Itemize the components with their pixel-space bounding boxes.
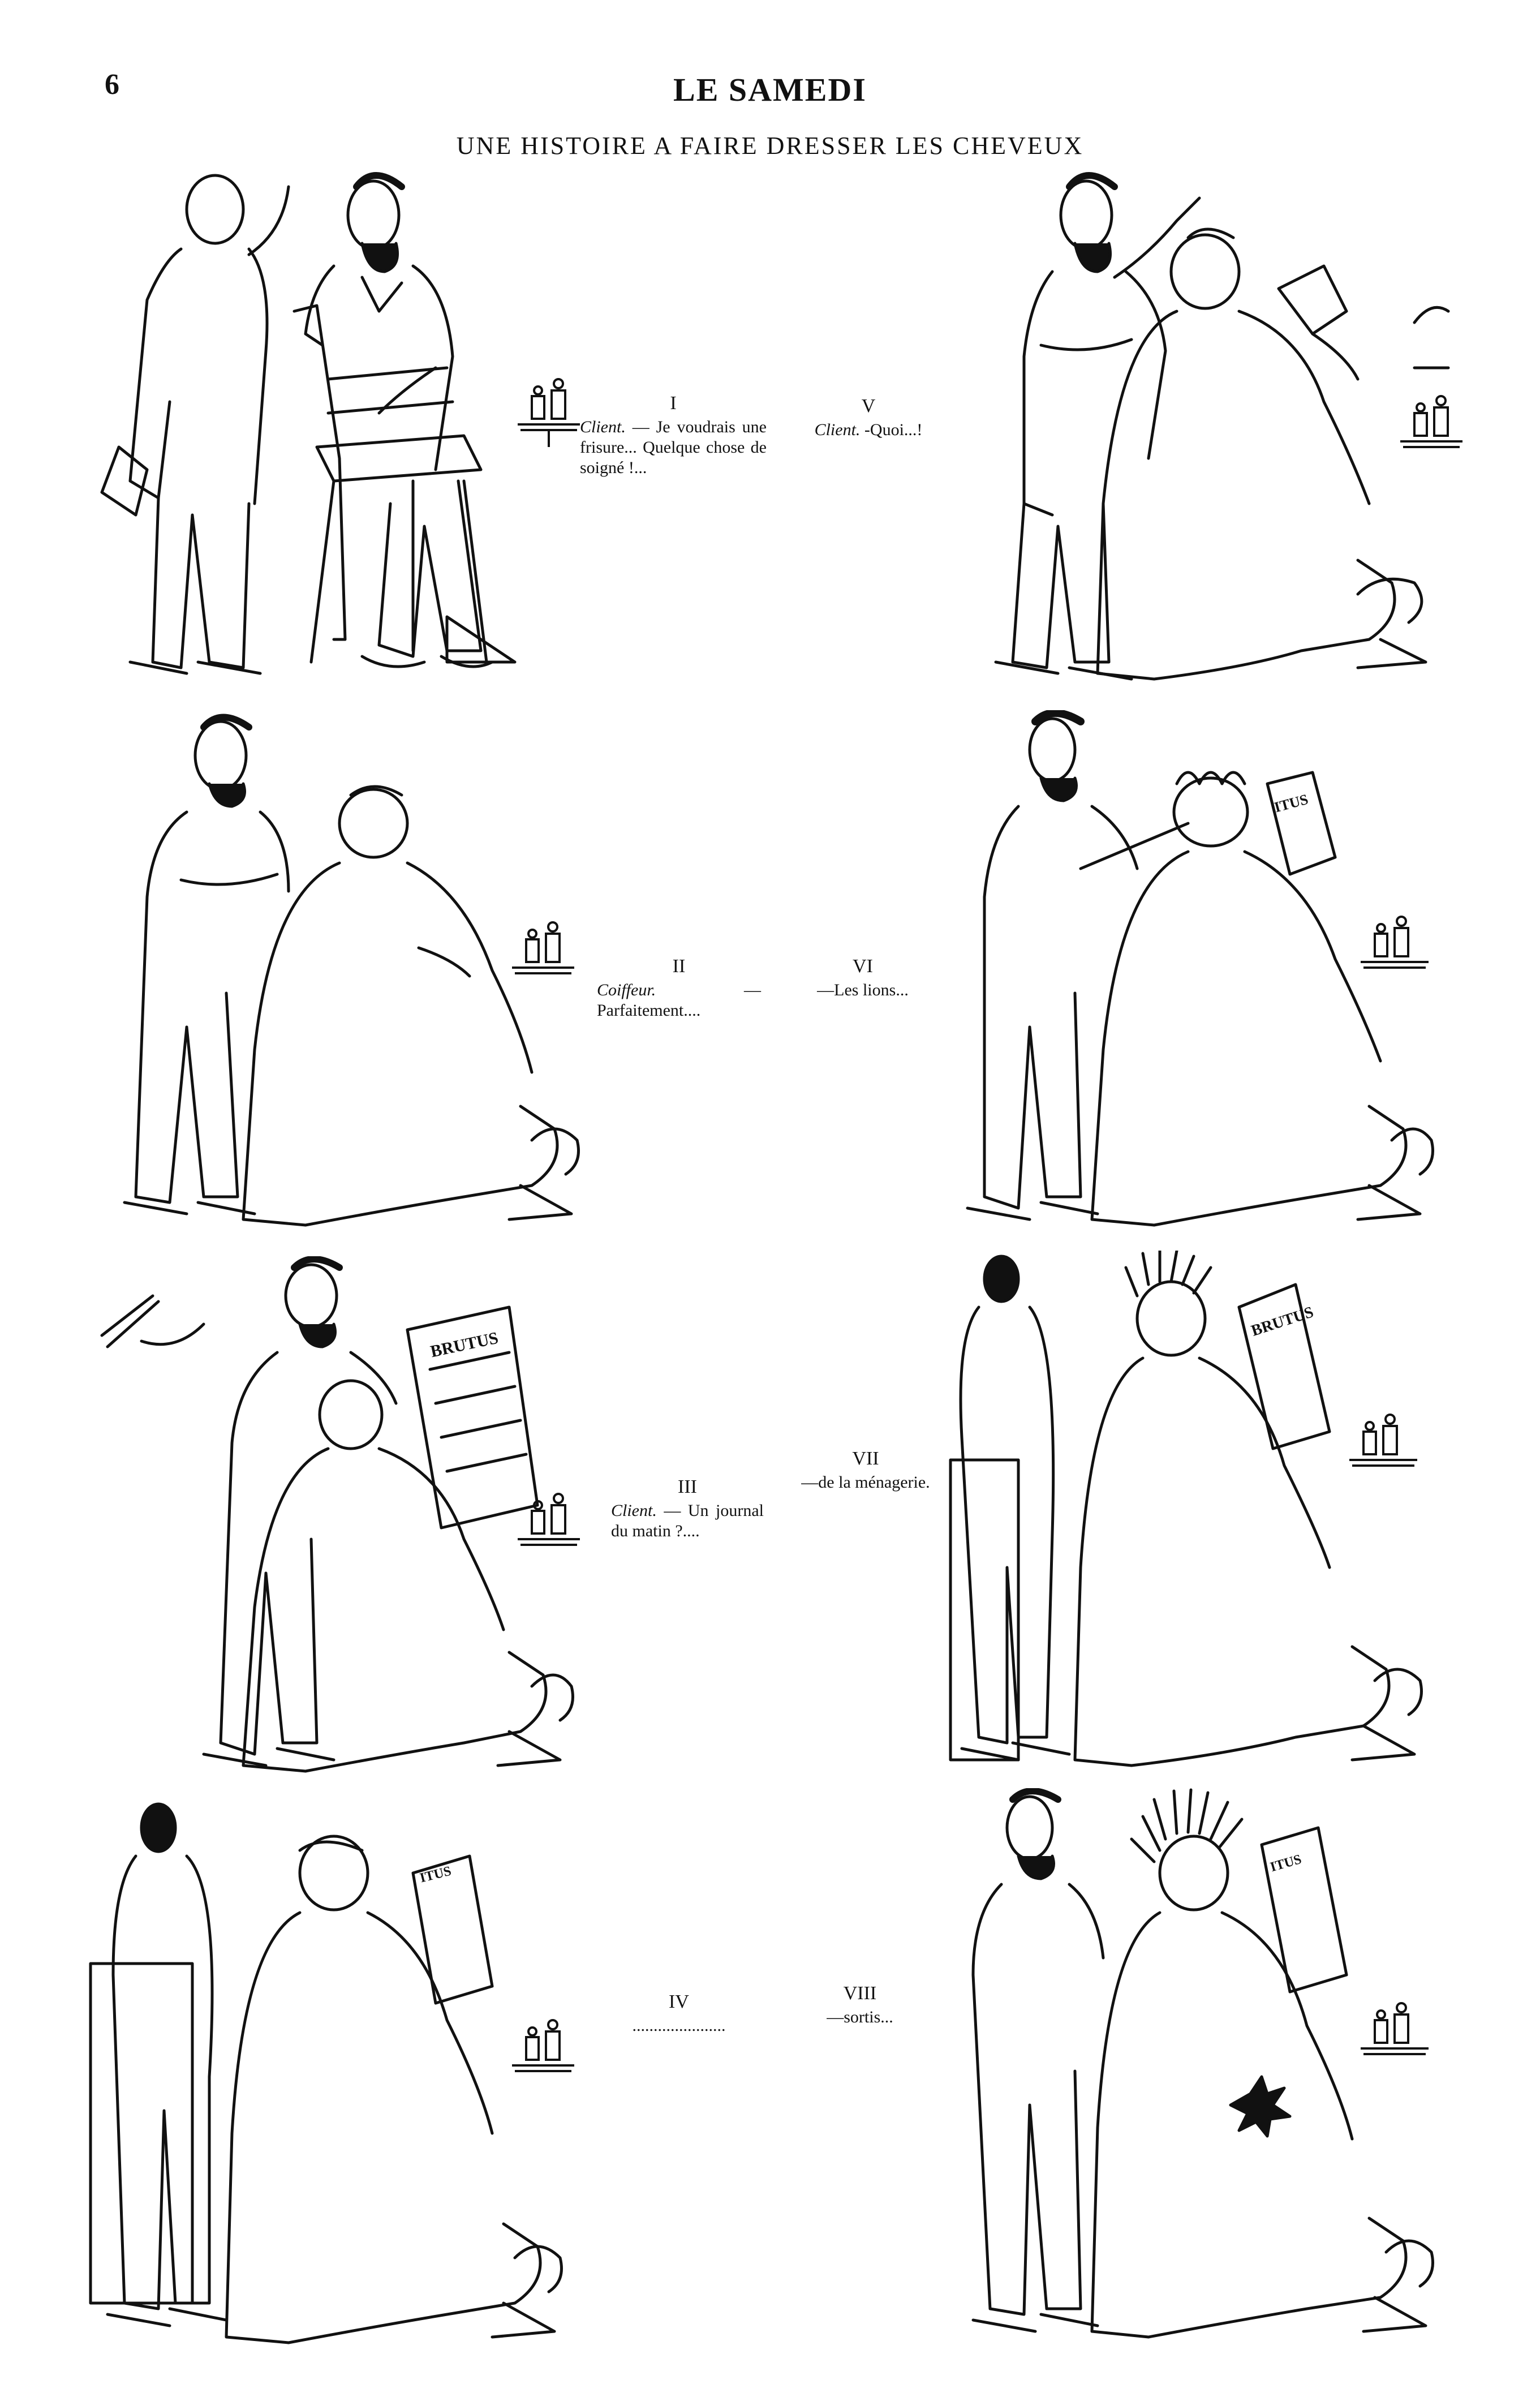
panel-4-illustration: ITUS xyxy=(74,1794,583,2354)
bottle-shelf-icon xyxy=(1358,1998,1431,2071)
bottle-shelf-icon xyxy=(1358,911,1431,985)
caption-1-speaker: Client. xyxy=(580,418,626,436)
caption-1: I Client. — Je voudrais une frisure... Q… xyxy=(580,393,767,478)
caption-2: II Coiffeur. — Parfaitement.... xyxy=(597,956,761,1021)
bottle-shelf-icon xyxy=(1397,390,1465,464)
panel-8-illustration: ITUS xyxy=(956,1788,1454,2354)
caption-3: III Client. — Un journal du matin ?.... xyxy=(611,1477,764,1541)
caption-6-text: —Les lions... xyxy=(817,981,909,999)
caption-8-text: —sortis... xyxy=(827,2008,893,2026)
bottle-shelf-icon xyxy=(509,917,577,990)
journal-title: LE SAMEDI xyxy=(673,71,867,108)
bottle-shelf-icon xyxy=(509,2014,577,2088)
panel-1-illustration xyxy=(96,164,532,696)
caption-4-text: ...................... xyxy=(632,2016,726,2035)
caption-2-text: — Parfaitement.... xyxy=(597,981,761,1020)
panel-7-illustration: BRUTUS xyxy=(945,1251,1454,1794)
caption-4: IV ...................... xyxy=(594,1992,764,2036)
panel-2-illustration xyxy=(102,710,588,1242)
caption-3-speaker: Client. xyxy=(611,1501,657,1520)
caption-2-speaker: Coiffeur. xyxy=(597,981,656,999)
caption-5: V Client. -Quoi...! xyxy=(798,396,939,440)
panel-5-illustration xyxy=(962,164,1460,696)
caption-7: VII —de la ménagerie. xyxy=(775,1449,956,1493)
caption-2-number: II xyxy=(672,956,686,977)
caption-3-text: — Un journal du matin ?.... xyxy=(611,1501,764,1540)
panel-3-illustration: BRUTUS xyxy=(91,1256,588,1788)
bottle-shelf-icon xyxy=(1347,1409,1420,1483)
caption-3-number: III xyxy=(678,1476,697,1497)
caption-5-speaker: Client. xyxy=(814,420,861,439)
caption-4-number: IV xyxy=(669,1991,689,2012)
caption-5-text: -Quoi...! xyxy=(860,420,923,439)
bottle-shelf-icon xyxy=(515,373,583,447)
caption-1-text: — Je voudrais une frisure... Quelque cho… xyxy=(580,418,767,477)
page-number: 6 xyxy=(105,68,119,101)
caption-8-number: VIII xyxy=(843,1983,877,2004)
caption-6: VI —Les lions... xyxy=(781,956,945,1000)
caption-7-number: VII xyxy=(852,1448,879,1469)
bottle-shelf-icon xyxy=(515,1488,583,1562)
story-title: UNE HISTOIRE A FAIRE DRESSER LES CHEVEUX xyxy=(456,132,1084,160)
caption-1-number: I xyxy=(670,393,677,414)
caption-7-text: —de la ménagerie. xyxy=(801,1473,930,1492)
caption-6-number: VI xyxy=(853,956,873,977)
caption-5-number: V xyxy=(861,396,876,416)
panel-6-illustration: ITUS xyxy=(950,710,1448,1242)
caption-8: VIII —sortis... xyxy=(781,1983,939,2028)
